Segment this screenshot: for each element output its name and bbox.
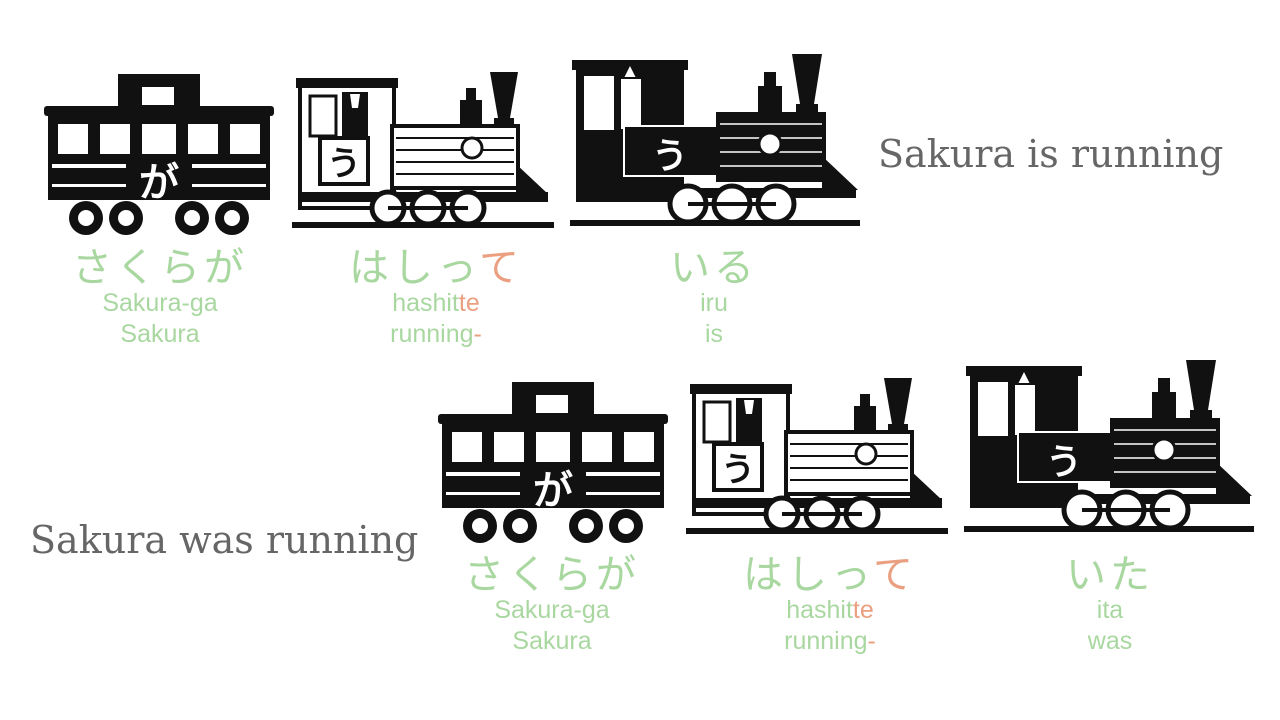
romaji: iru [634, 288, 794, 319]
caboose-glyph: が [533, 468, 573, 514]
word-ita: いた ita was [1030, 555, 1190, 658]
locomotive-glyph: う [721, 450, 755, 490]
kana: いた [1030, 555, 1190, 595]
locomotive-glyph: う [1046, 442, 1082, 483]
caboose-car: が [436, 382, 670, 544]
caboose-car-icon: が [42, 74, 276, 236]
kana: はしって [730, 555, 930, 595]
word-hashitte: はしって hashitte running- [336, 248, 536, 351]
locomotive-icon: う [570, 52, 862, 230]
english-gloss: Sakura [60, 319, 260, 350]
romaji: ita [1030, 595, 1190, 626]
romaji: Sakura-ga [60, 288, 260, 319]
english-gloss: was [1030, 626, 1190, 657]
word-hashitte: はしって hashitte running- [730, 555, 930, 658]
locomotive-dark: う [964, 358, 1256, 536]
caboose-glyph: が [139, 160, 179, 206]
kana: さくらが [452, 555, 652, 595]
kana: はしって [336, 248, 536, 288]
locomotive-icon: う [686, 374, 952, 538]
locomotive-dark: う [570, 52, 862, 230]
romaji: hashitte [336, 288, 536, 319]
romaji: hashitte [730, 595, 930, 626]
word-sakura-ga: さくらが Sakura-ga Sakura [60, 248, 260, 351]
locomotive-light: う [686, 374, 952, 538]
english-gloss: Sakura [452, 626, 652, 657]
locomotive-light: う [292, 68, 558, 232]
locomotive-glyph: う [327, 144, 361, 184]
sentence-translation: Sakura was running [30, 518, 418, 562]
locomotive-glyph: う [652, 136, 688, 177]
sentence-translation: Sakura is running [878, 132, 1223, 176]
word-sakura-ga: さくらが Sakura-ga Sakura [452, 555, 652, 658]
english-gloss: running- [336, 319, 536, 350]
word-iru: いる iru is [634, 248, 794, 351]
romaji: Sakura-ga [452, 595, 652, 626]
locomotive-icon: う [292, 68, 558, 232]
english-gloss: running- [730, 626, 930, 657]
caboose-car-icon: が [436, 382, 670, 544]
kana: いる [634, 248, 794, 288]
kana: さくらが [60, 248, 260, 288]
locomotive-icon: う [964, 358, 1256, 536]
caboose-car: が [42, 74, 276, 236]
english-gloss: is [634, 319, 794, 350]
